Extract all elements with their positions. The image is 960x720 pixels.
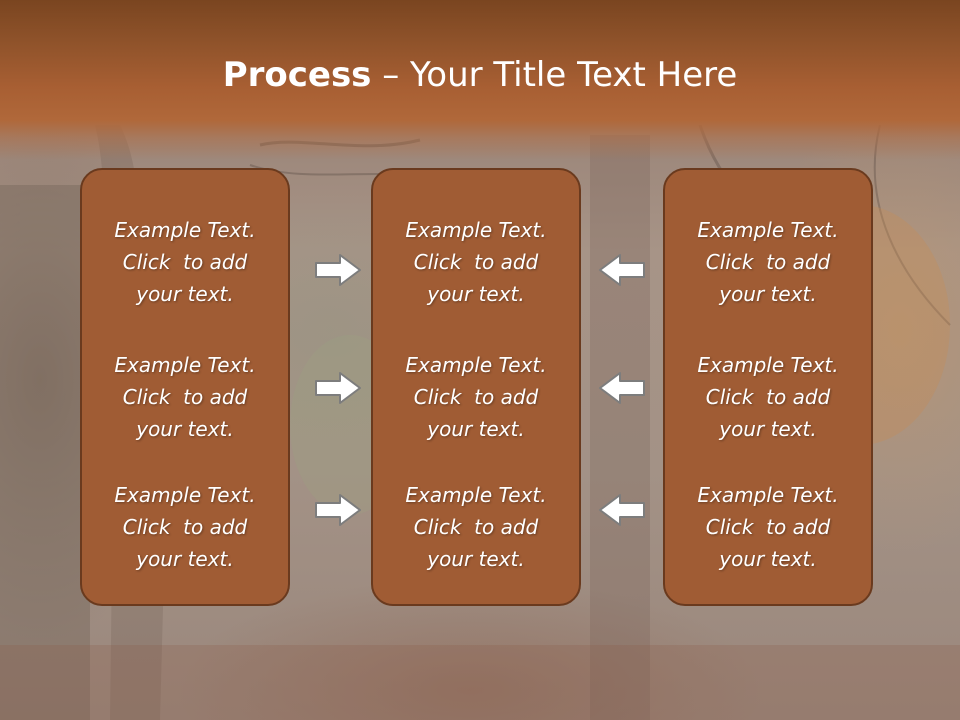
text-line: Example Text. [114, 483, 256, 507]
text-line: Click to add [413, 250, 539, 274]
text-block[interactable]: Example Text. Click to add your text. [82, 479, 288, 575]
right-arrow-icon [314, 370, 362, 406]
text-block[interactable]: Example Text. Click to add your text. [665, 479, 871, 575]
text-line: Click to add [705, 250, 831, 274]
process-box-middle[interactable]: Example Text. Click to add your text. Ex… [371, 168, 581, 606]
text-line: your text. [719, 547, 817, 571]
text-line: Example Text. [114, 353, 256, 377]
text-block[interactable]: Example Text. Click to add your text. [373, 214, 579, 310]
text-block[interactable]: Example Text. Click to add your text. [665, 214, 871, 310]
left-arrow-icon [598, 370, 646, 406]
text-block[interactable]: Example Text. Click to add your text. [665, 349, 871, 445]
text-line: your text. [719, 282, 817, 306]
text-line: Example Text. [405, 483, 547, 507]
text-line: Example Text. [697, 353, 839, 377]
text-block[interactable]: Example Text. Click to add your text. [82, 349, 288, 445]
right-arrow-icon [314, 252, 362, 288]
process-box-left[interactable]: Example Text. Click to add your text. Ex… [80, 168, 290, 606]
title-bar [0, 0, 960, 160]
title-rest: – Your Title Text Here [371, 55, 738, 95]
text-line: Example Text. [405, 218, 547, 242]
text-line: Click to add [122, 515, 248, 539]
text-line: Example Text. [114, 218, 256, 242]
text-line: Click to add [122, 250, 248, 274]
text-line: your text. [427, 282, 525, 306]
process-box-right[interactable]: Example Text. Click to add your text. Ex… [663, 168, 873, 606]
text-line: Click to add [413, 385, 539, 409]
slide-title[interactable]: Process – Your Title Text Here [0, 52, 960, 98]
text-line: your text. [136, 547, 234, 571]
text-line: Example Text. [697, 483, 839, 507]
text-line: your text. [136, 417, 234, 441]
text-block[interactable]: Example Text. Click to add your text. [373, 479, 579, 575]
text-line: Click to add [413, 515, 539, 539]
right-arrow-icon [314, 492, 362, 528]
text-line: Click to add [122, 385, 248, 409]
text-block[interactable]: Example Text. Click to add your text. [373, 349, 579, 445]
text-line: Example Text. [697, 218, 839, 242]
text-block[interactable]: Example Text. Click to add your text. [82, 214, 288, 310]
text-line: Click to add [705, 515, 831, 539]
left-arrow-icon [598, 492, 646, 528]
text-line: Example Text. [405, 353, 547, 377]
left-arrow-icon [598, 252, 646, 288]
text-line: your text. [427, 417, 525, 441]
text-line: Click to add [705, 385, 831, 409]
text-line: your text. [136, 282, 234, 306]
text-line: your text. [427, 547, 525, 571]
text-line: your text. [719, 417, 817, 441]
title-bold: Process [222, 55, 372, 95]
